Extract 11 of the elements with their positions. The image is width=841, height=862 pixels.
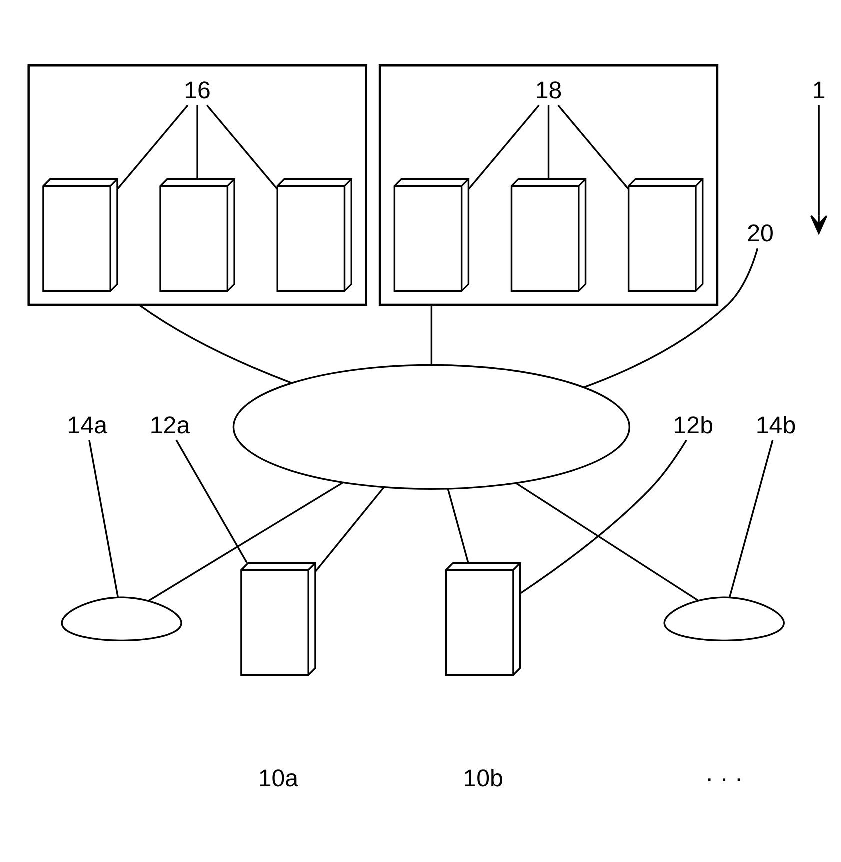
label: · · · xyxy=(706,764,744,792)
node-text: 18 xyxy=(535,77,562,104)
node-text: 1 xyxy=(812,77,826,104)
node-text: 14a xyxy=(67,412,108,440)
label: 10a xyxy=(258,764,299,792)
node-text: 12b xyxy=(673,412,714,440)
node-text: 12a xyxy=(150,412,190,440)
label: 10b xyxy=(463,764,504,792)
node-text: 20 xyxy=(747,220,774,248)
node-text: 14b xyxy=(756,412,796,440)
node-text: 16 xyxy=(184,77,211,104)
